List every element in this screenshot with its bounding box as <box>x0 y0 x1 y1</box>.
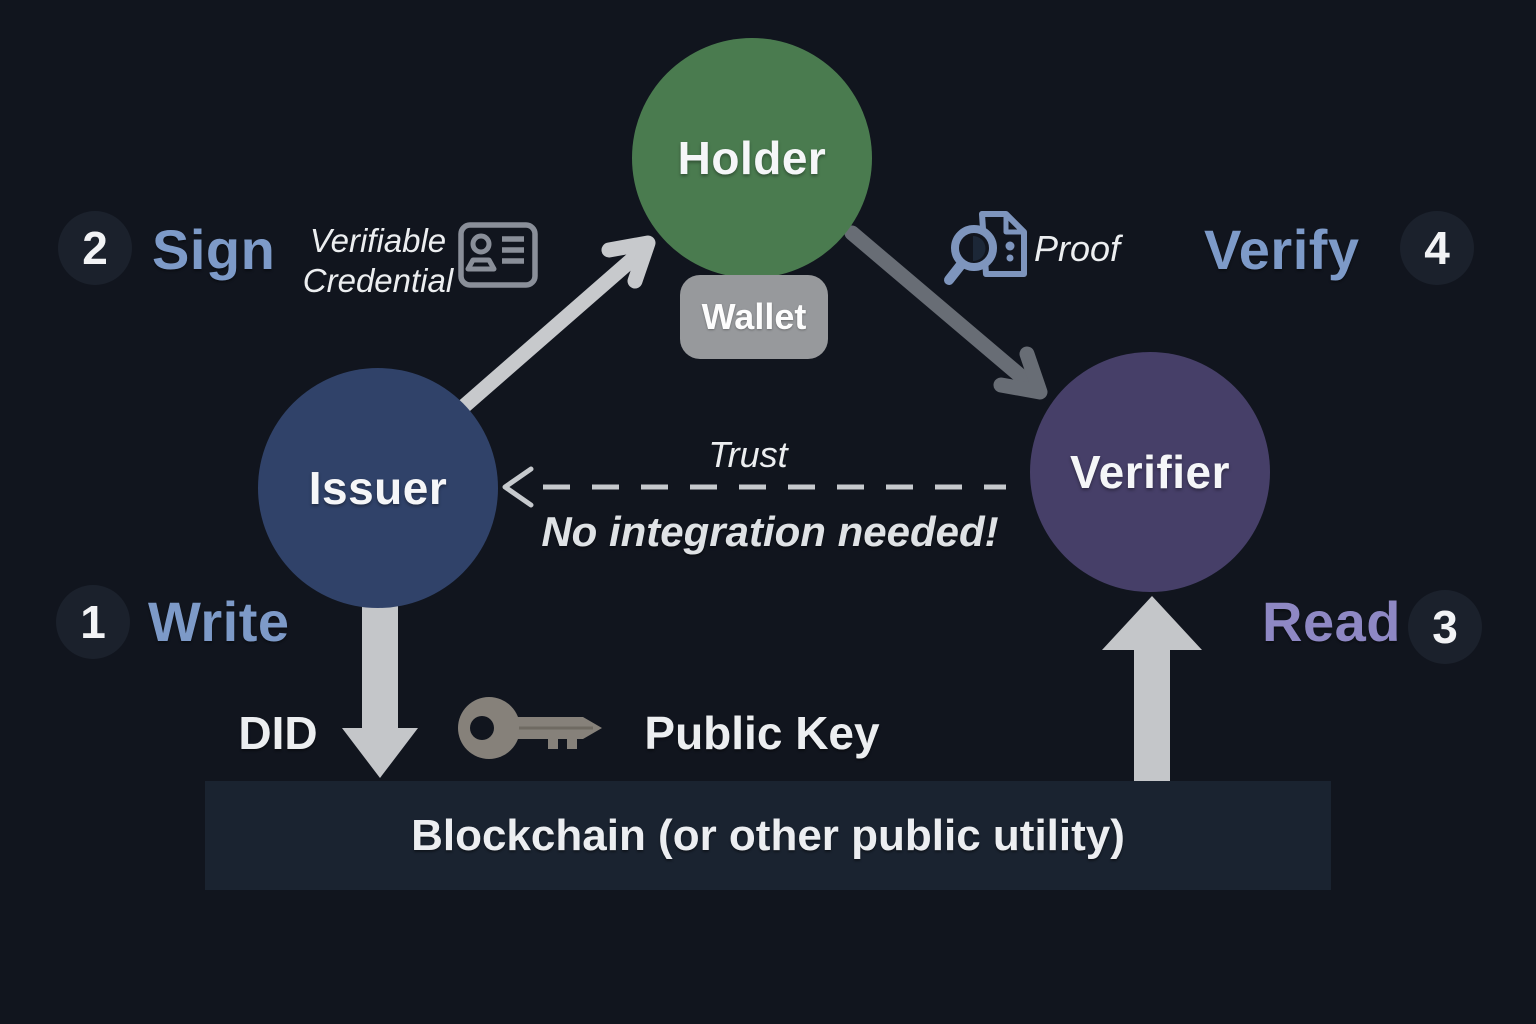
id-card-icon <box>458 222 538 288</box>
holder-label: Holder <box>677 132 827 184</box>
did-label: DID <box>238 707 318 759</box>
trust-dashed-arrow <box>502 466 1006 508</box>
did-down-arrow <box>342 596 418 778</box>
proof-label: Proof <box>1034 228 1121 269</box>
blockchain-label: Blockchain (or other public utility) <box>411 810 1125 860</box>
arrow-issuer-to-holder <box>454 235 656 416</box>
step-3-label: Read <box>1262 590 1401 653</box>
step-3-badge: 3 <box>1408 590 1482 664</box>
arrow-holder-to-verifier <box>844 225 1048 400</box>
verifiable-credential-line2: Credential <box>302 262 454 299</box>
no-integration-note: No integration needed! <box>541 508 999 555</box>
verifiable-credential-line1: Verifiable <box>309 222 447 259</box>
issuer-label: Issuer <box>308 462 448 514</box>
document-magnifier-icon <box>944 211 1027 285</box>
issuer-node: Issuer <box>258 368 498 608</box>
step-2-label: Sign <box>152 218 276 281</box>
verifier-label: Verifier <box>1070 446 1230 498</box>
step-1-label: Write <box>148 590 290 653</box>
trust-label: Trust <box>708 434 788 475</box>
step-2-number: 2 <box>82 222 108 274</box>
blockchain-bar: Blockchain (or other public utility) <box>205 781 1331 890</box>
verifier-node: Verifier <box>1030 352 1270 592</box>
read-up-arrow <box>1102 596 1202 781</box>
public-key-label: Public Key <box>644 707 880 759</box>
step-1-number: 1 <box>80 596 106 648</box>
verifiable-credential-label: Verifiable Credential <box>288 221 468 301</box>
step-3-number: 3 <box>1432 601 1458 653</box>
step-1-badge: 1 <box>56 585 130 659</box>
wallet-label: Wallet <box>701 296 807 337</box>
step-4-label: Verify <box>1204 218 1360 281</box>
step-4-badge: 4 <box>1400 211 1474 285</box>
step-2-badge: 2 <box>58 211 132 285</box>
wallet-box: Wallet <box>680 275 828 359</box>
key-icon <box>458 697 602 759</box>
holder-node: Holder <box>632 38 872 278</box>
step-4-number: 4 <box>1424 222 1450 274</box>
